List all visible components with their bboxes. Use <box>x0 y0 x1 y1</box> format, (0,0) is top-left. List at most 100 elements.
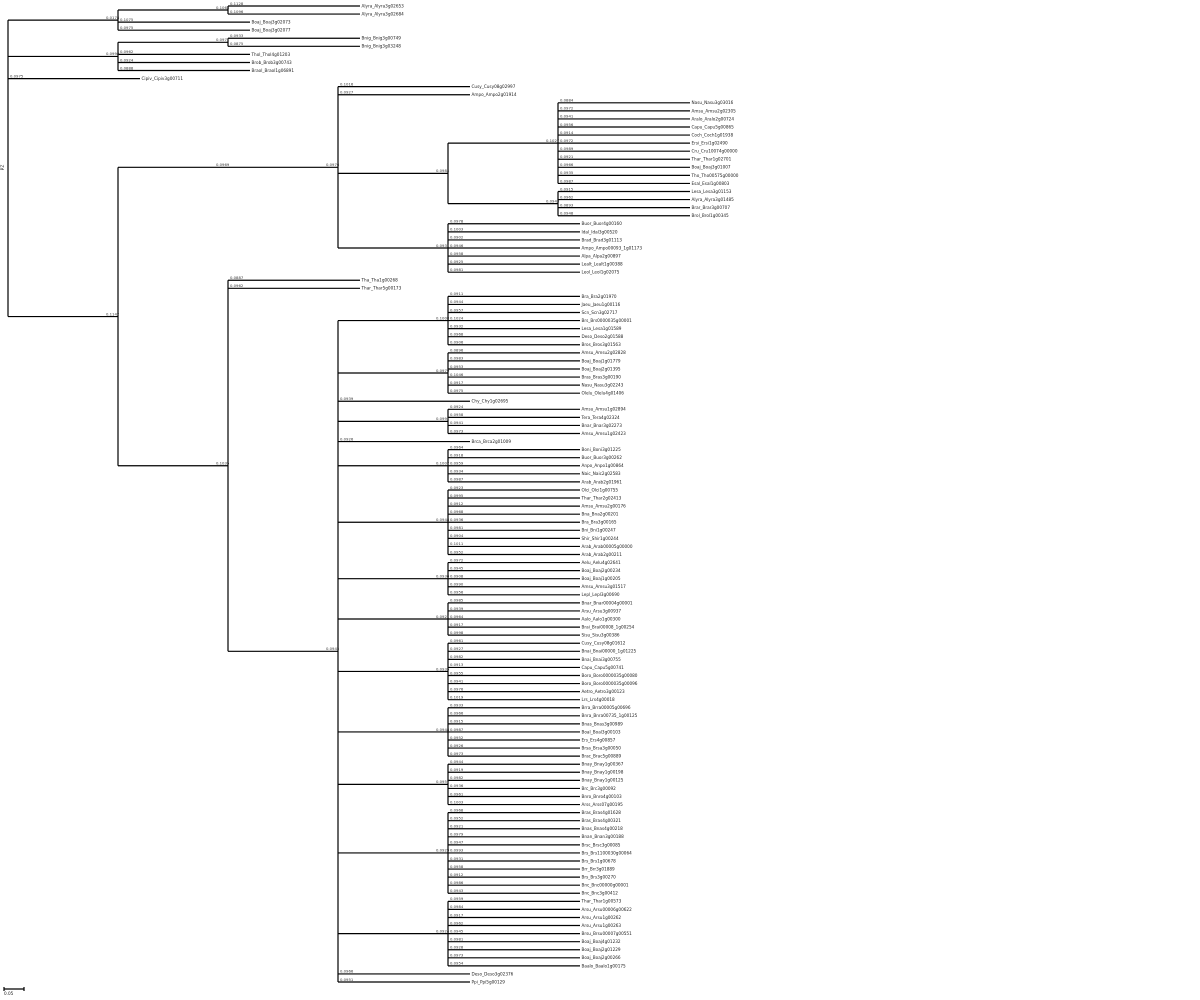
branch-length-label: 0.0933 <box>450 703 464 708</box>
taxon-label: Bnar_Bnar00004g00001 <box>582 600 633 605</box>
branch-length-label: 0.1096 <box>230 9 244 14</box>
taxon-label: Brol_Brol1g00345 <box>692 213 730 218</box>
branch-length-label: 0.0928 <box>450 945 464 950</box>
taxon-label: Arss_Arss07g00195 <box>582 802 624 807</box>
taxon-label: Boaj_Boaj2g00266 <box>582 955 621 960</box>
branch-length-label: 0.0973 <box>450 428 464 433</box>
node-support-label: 0.0178 <box>106 15 120 20</box>
taxon-label: Brai_Brai00008_1g00254 <box>582 624 635 629</box>
branch-length-label: 0.1003 <box>450 227 464 232</box>
branch-length-label: 0.0968 <box>450 807 464 812</box>
branch-length-label: 0.0912 <box>450 501 464 506</box>
taxon-label: Shir_Shir1g00244 <box>582 536 619 541</box>
branch-length-label: 0.0935 <box>560 170 574 175</box>
branch-length-label: 0.0941 <box>560 114 574 119</box>
branch-length-label: 0.0945 <box>450 928 464 933</box>
taxon-label: Bra_Bra3g00165 <box>582 520 617 525</box>
branch-length-label: 0.0953 <box>450 364 464 369</box>
branch-length-label: 0.0956 <box>450 590 464 595</box>
taxon-label: Aalo_Aalo1g00300 <box>582 616 621 621</box>
branch-length-label: 0.0927 <box>450 646 464 651</box>
taxon-label: Sisu_Sisu3g00386 <box>582 633 620 638</box>
branch-length-label: 0.0917 <box>450 912 464 917</box>
taxon-label: Arab_Arab2g01961 <box>582 479 623 484</box>
taxon-label: Arsu_Arsu1g00263 <box>582 923 622 928</box>
branch-length-label: 0.0981 <box>450 267 464 272</box>
branch-length-label: 0.0962 <box>560 194 574 199</box>
taxon-label: Lesa_Lesa3g01153 <box>692 189 732 194</box>
taxon-label: Brs_Brs1100030g00064 <box>582 850 633 855</box>
branch-length-label: 0.0957 <box>450 307 464 312</box>
taxon-label: Boro_Boro0000035g00096 <box>582 681 638 686</box>
taxon-label: Brsa_Brsa3g00050 <box>582 745 622 750</box>
branch-length-label: 0.0981 <box>450 525 464 530</box>
taxon-label: Baalo_Baalo1g00175 <box>582 963 627 968</box>
taxon-label: Deso_Deso3g02376 <box>472 971 514 976</box>
branch-length-label: 0.0962 <box>230 283 244 288</box>
branch-length-label: 0.0918 <box>450 453 464 458</box>
taxon-label: Bnar_Bnar3g02273 <box>582 423 623 428</box>
node-support-label: 0.0948 <box>436 517 450 522</box>
branch-length-label: 0.0925 <box>450 259 464 264</box>
branch-length-label: 0.0975 <box>120 25 134 30</box>
branch-length-label: 0.0979 <box>450 832 464 837</box>
branch-length-label: 0.0943 <box>450 888 464 893</box>
taxon-label: Jaeu_Jaeu1g00116 <box>581 302 621 307</box>
branch-length-label: 0.0927 <box>340 90 354 95</box>
branch-length-label: 0.0946 <box>450 243 464 248</box>
taxon-label: Arsu_Arsu3g00937 <box>582 608 622 613</box>
branch-length-label: 0.0941 <box>450 678 464 683</box>
taxon-label: Tho_Tho00575g00000 <box>691 173 739 178</box>
taxon-label: Buor_Buor3g00262 <box>582 455 623 460</box>
node-support-label: 0.0935 <box>436 666 450 671</box>
branch-length-label: 0.0936 <box>450 517 464 522</box>
taxon-label: Boaj_Boaj2g00234 <box>582 568 621 573</box>
branch-length-label: 0.0961 <box>450 638 464 643</box>
branch-length-label: 0.0954 <box>450 961 464 966</box>
branch-length-label: 0.0921 <box>560 154 574 159</box>
branch-length-label: 0.0944 <box>450 299 464 304</box>
taxon-label: Brac_Brac5g00889 <box>582 754 622 759</box>
taxon-label: Boni_Boni3g01225 <box>582 447 622 452</box>
taxon-label: Cusy_Cusy08g02997 <box>472 84 516 89</box>
taxon-label: Alyra_Alyra3g02684 <box>362 11 405 16</box>
taxon-label: Naic_Naic2g02583 <box>582 471 621 476</box>
branch-length-label: 0.0986 <box>450 880 464 885</box>
taxon-label: Capu_Capu5g00865 <box>692 124 735 129</box>
taxon-label: Amsu_Amsu1g02894 <box>582 407 627 412</box>
taxon-label: Brob_Brob3g00743 <box>252 60 293 65</box>
taxon-label: Brra_Brra00005g00696 <box>582 705 631 710</box>
branch-length-label: 0.1024 <box>450 315 464 320</box>
branch-length-label: 0.0915 <box>560 186 574 191</box>
branch-length-label: 0.0939 <box>340 396 354 401</box>
branch-length-label: 0.0966 <box>560 162 574 167</box>
taxon-label: Bni_Bni1g00247 <box>582 528 616 533</box>
node-support-label: 0.0969 <box>216 162 230 167</box>
tree-labels: Alyra_Alyra3g026530.1128Alyra_Alyra3g026… <box>10 1 739 985</box>
branch-length-label: 0.0978 <box>450 219 464 224</box>
branch-length-label: 0.0985 <box>450 598 464 603</box>
taxon-label: Boaj_Boaj1g00205 <box>582 576 621 581</box>
taxon-label: Tera_Tera4g02324 <box>581 415 620 420</box>
branch-length-label: 0.0917 <box>450 622 464 627</box>
taxon-label: Bras_Bras3g00190 <box>582 374 622 379</box>
node-support-label: 0.0979 <box>436 368 450 373</box>
node-support-label: 0.0929 <box>436 848 450 853</box>
branch-length-label: 0.0948 <box>560 211 574 216</box>
taxon-label: Boro_Boro0000035g00080 <box>582 673 638 678</box>
branch-length-label: 0.0952 <box>450 549 464 554</box>
branch-length-label: 0.0932 <box>450 323 464 328</box>
branch-length-label: 0.0896 <box>450 348 464 353</box>
branch-length-label: 0.0915 <box>450 719 464 724</box>
root-label: PZ <box>0 165 6 171</box>
branch-length-label: 0.0982 <box>450 775 464 780</box>
branch-length-label: 0.0951 <box>340 977 354 982</box>
taxon-label: Thar_Thar1g02701 <box>691 157 732 162</box>
taxon-label: Bnai_Bnai00000_1g01225 <box>582 649 637 654</box>
taxon-label: Boaj_Boaj3g02077 <box>252 28 291 33</box>
branch-length-label: 0.0975 <box>450 388 464 393</box>
branch-length-label: 0.0964 <box>450 614 464 619</box>
taxon-label: Bnc_Bnc00000g00001 <box>582 883 629 888</box>
branch-length-label: 0.0944 <box>450 759 464 764</box>
